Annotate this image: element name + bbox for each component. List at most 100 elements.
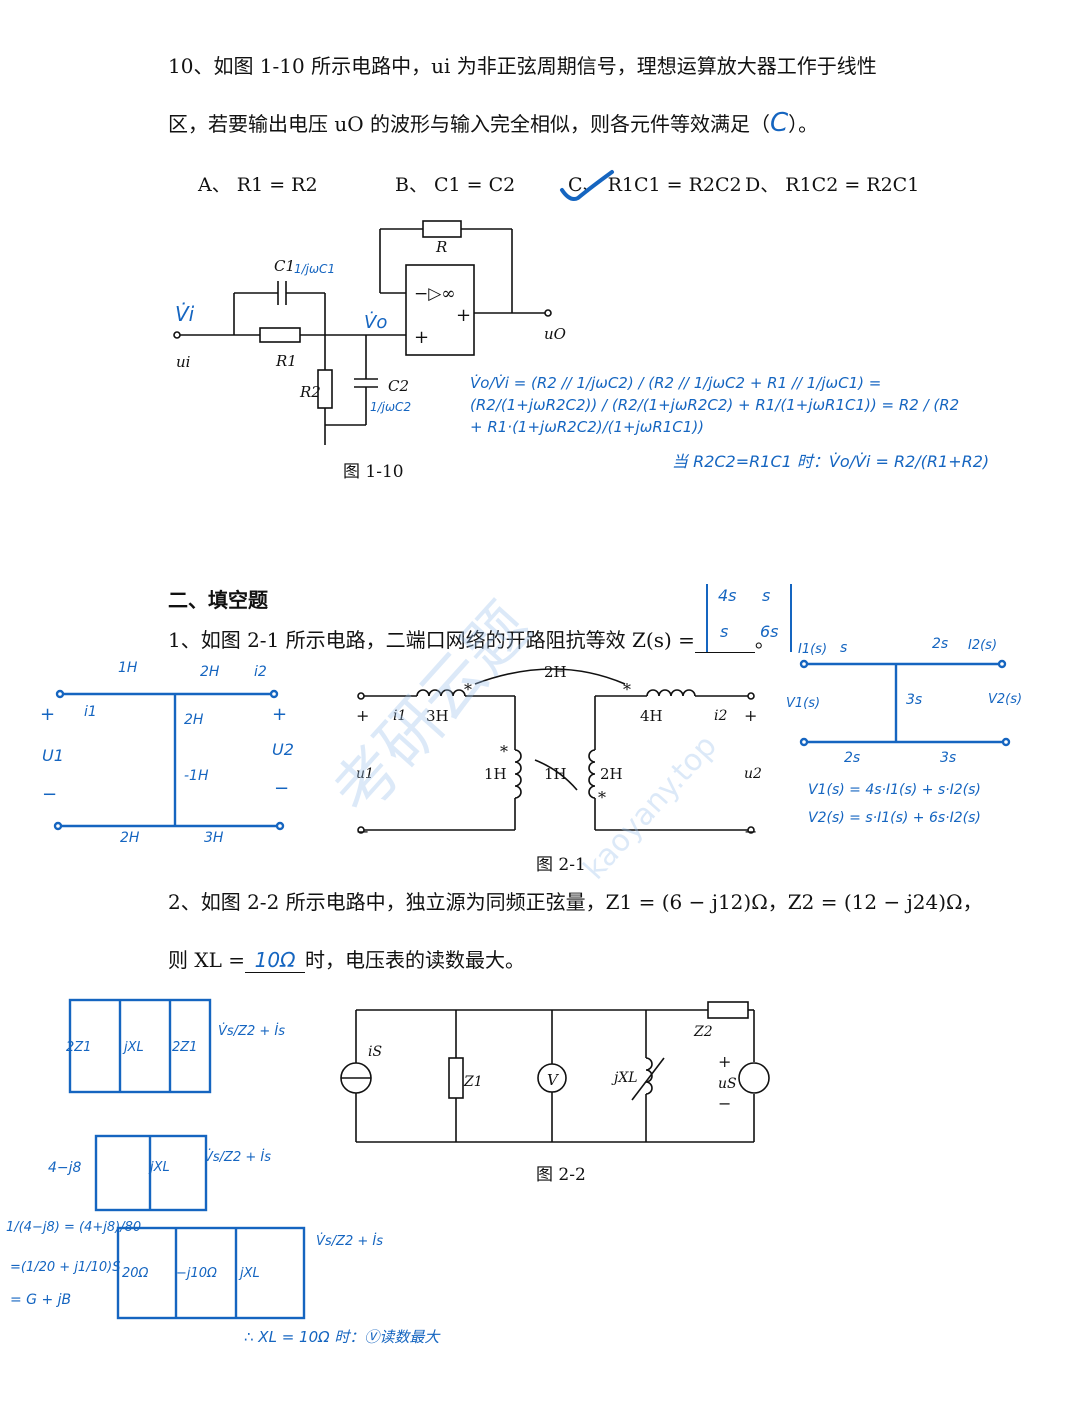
hand-circuit-left [53,689,285,831]
hand-left-plus1: + [40,704,56,725]
hand-right-s3: 3s [906,692,923,708]
hand-right-i1: I1(s) [798,642,828,657]
fig21-l1: 3H [426,707,449,725]
fig22-minus: − [718,1094,732,1113]
hand-left-i2: i2 [254,664,267,680]
hand-right-s1: s [840,640,848,656]
checkmark-icon [560,170,614,201]
matrix-22: 6s [760,622,779,641]
fig21-u1: u1 [356,766,374,782]
hand-right-eq2: V2(s) = s·I1(s) + 6s·I2(s) [808,810,981,826]
q2-line2-a: 则 XL = [168,948,245,972]
hand-left-i1: i1 [84,704,97,720]
opamp-plus-in: + [414,327,430,348]
label-r: R [436,238,448,256]
option-c: C、 R1C1 = R2C2 [568,174,742,196]
hand-right-s2: 2s [932,636,949,652]
hand-right-v2: V2(s) [988,692,1023,707]
fig22-z2: Z2 [694,1024,713,1040]
matrix-21: s [720,622,729,641]
q2-answer: 10Ω [245,948,305,973]
fig21-minus-r: − [744,822,758,841]
q10-line2: 区，若要输出电压 uO 的波形与输入完全相似，则各元件等效满足（C）。 [168,108,819,138]
fig21-m-top: 2H [544,663,567,681]
hand-right-eq1: V1(s) = 4s·I1(s) + s·I2(s) [808,782,981,798]
fig22-is: iS [368,1044,383,1060]
fig22-us: uS [718,1076,737,1092]
hand-q2-calc1: 1/(4−j8) = (4+j8)/80 [6,1220,142,1235]
label-r2: R2 [300,383,321,401]
hand-right-i2: I2(s) [968,638,998,653]
hand-q2-r3-d: V̇s/Z2 + İs [316,1234,383,1249]
fig22-plus: + [718,1052,732,1071]
hand-conclusion: 当 R2C2=R1C1 时：V̇o/V̇i = R2/(R1+R2) [672,452,990,471]
hand-right-s4: 2s [844,750,861,766]
fig21-u2: u2 [744,766,762,782]
q2-text: 2、如图 2-2 所示电路中，独立源为同频正弦量，Z1 = (6 − j12)Ω… [168,890,983,914]
fig22-voltmeter: V [547,1071,558,1089]
hand-q2-r2-c: V̇s/Z2 + İs [204,1150,271,1165]
fig21-m-mid: 1H [544,765,567,783]
hand-left-top2: 2H [200,664,220,680]
hand-q2-r1-b: jXL [124,1040,144,1055]
opamp-symbol: −▷∞ [414,284,456,304]
hand-q2-calc2: =(1/20 + j1/10)S [10,1260,121,1275]
hand-c1-imp: 1/jωC1 [294,262,336,276]
circuit-fig-2-1 [357,668,755,834]
hand-q2-conclusion: ∴ XL = 10Ω 时：Ⓥ读数最大 [244,1328,440,1346]
label-ui: ui [176,353,191,371]
hand-left-u1: U1 [42,746,64,765]
hand-left-plus2: + [272,704,288,725]
fig21-star-1: * [464,680,472,699]
fig21-star-4: * [598,788,606,807]
fig21-i1: i1 [393,708,407,724]
circuit-fig-1-10 [173,220,552,445]
hand-circuit-q2 [68,998,306,1320]
matrix-12: s [762,586,771,605]
hand-circuit-right [799,659,1011,747]
fig21-i2: i2 [714,708,728,724]
hand-vi: V̇i [175,302,195,326]
hand-right-s5: 3s [940,750,957,766]
option-d: D、 R1C2 = R2C1 [745,174,920,196]
q10-answer: C [770,108,789,138]
fig21-star-2: * [623,680,631,699]
hand-q2-r3-a: 20Ω [122,1266,149,1281]
q1-text-b: 。 [754,628,775,652]
hand-matrix: 4s s s 6s [706,584,792,652]
q1-text-a: 1、如图 2-1 所示电路，二端口网络的开路阻抗等效 Z(s) = [168,628,695,652]
hand-q2-r1-c: 2Z1 [172,1040,198,1055]
q1-blank [694,628,755,653]
hand-q2-r1-a: 2Z1 [66,1040,92,1055]
hand-left-u2: U2 [272,740,294,759]
circuit-fig-2-2 [340,1001,770,1143]
hand-left-minus2: − [274,778,290,799]
fig22-jxl: jXL [614,1070,638,1086]
opamp-plus-out: + [456,305,472,326]
hand-formula: V̇o/V̇i = (R2 // 1/jωC2) / (R2 // 1/jωC2… [470,374,960,436]
q2-line2-b: 时，电压表的读数最大。 [305,948,525,972]
label-c2: C2 [388,377,410,395]
hand-left-mid2: -1H [184,768,209,784]
fig21-plus-l: + [356,706,370,725]
hand-left-mid1: 2H [184,712,204,728]
fig21-l4: 2H [600,765,623,783]
caption-fig-2-1: 图 2-1 [536,855,586,875]
hand-left-minus1: − [42,784,58,805]
caption-fig-2-2: 图 2-2 [536,1165,586,1185]
option-a: A、 R1 = R2 [198,174,318,196]
caption-fig-1-10: 图 1-10 [343,462,404,482]
q10-line1: 10、如图 1-10 所示电路中，ui 为非正弦周期信号，理想运算放大器工作于线… [168,54,877,78]
hand-left-top1: 1H [118,660,138,676]
hand-c2-imp: 1/jωC2 [370,400,412,414]
hand-left-bot2: 3H [204,830,224,846]
fig21-plus-r: + [744,706,758,725]
fig21-l2: 4H [640,707,663,725]
fig21-l3: 1H [484,765,507,783]
hand-q2-r2-a: 4−j8 [48,1160,82,1176]
q1-text: 1、如图 2-1 所示电路，二端口网络的开路阻抗等效 Z(s) = 。 [168,628,775,653]
q10-line2-b: ）。 [788,112,819,136]
label-uo: uO [544,325,566,343]
hand-q2-calc3: = G + jB [10,1292,72,1308]
